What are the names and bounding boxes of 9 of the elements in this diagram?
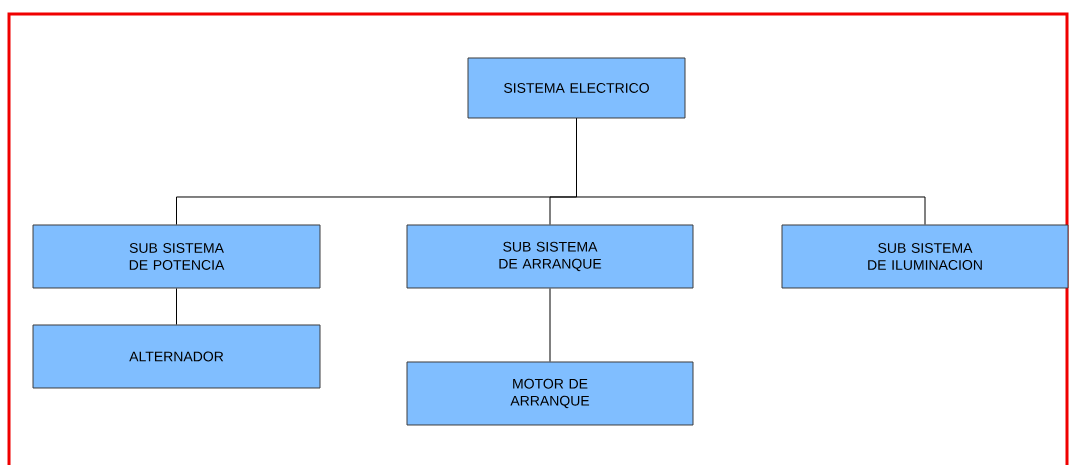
connector: [549, 288, 551, 362]
process-box: SISTEMA ELECTRICO: [467, 57, 686, 119]
process-box: SUB SISTEMA DE POTENCIA: [32, 224, 321, 289]
process-box: SUB SISTEMA DE ILUMINACION: [781, 224, 1069, 289]
process-box: SUB SISTEMA DE ARRANQUE: [406, 224, 694, 289]
process-box: ALTERNADOR: [32, 324, 321, 389]
process-box: MOTOR DE ARRANQUE: [406, 361, 694, 426]
connector: [576, 118, 926, 225]
connector: [176, 288, 177, 325]
